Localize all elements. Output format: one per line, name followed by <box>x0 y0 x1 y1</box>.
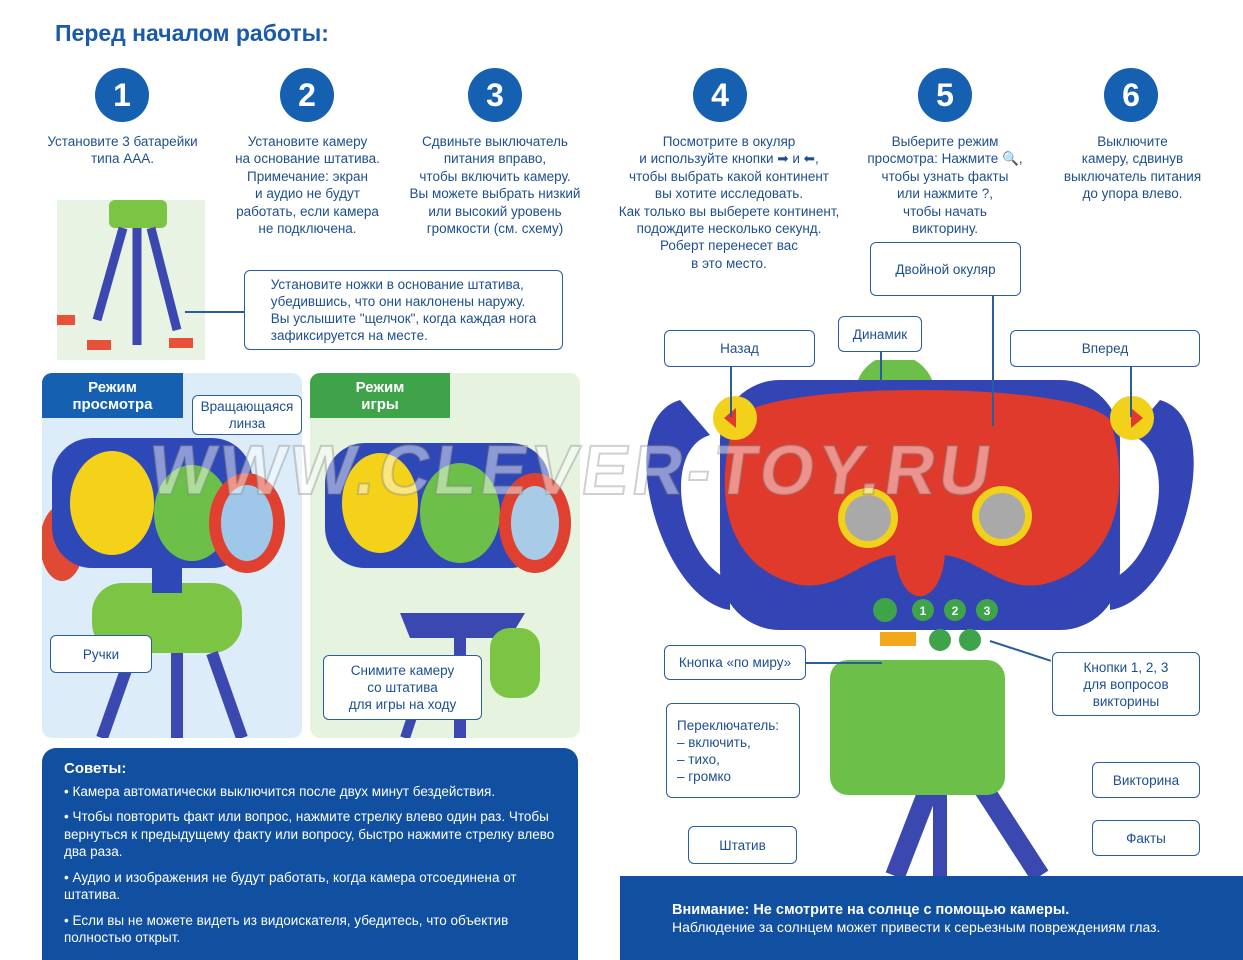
view-mode-tab: Режим просмотра <box>42 373 183 418</box>
step-number-1: 1 <box>95 68 149 122</box>
step-text-6: Выключите камеру, сдвинув выключатель пи… <box>1063 134 1202 202</box>
quiz-label: Викторина <box>1092 762 1200 798</box>
warning-box: Внимание: Не смотрите на солнце с помощь… <box>620 876 1243 960</box>
tripod-label: Штатив <box>688 826 797 864</box>
step-text-2: Установите камеру на основание штатива. … <box>235 134 380 237</box>
step-number-4: 4 <box>693 68 747 122</box>
tripod-image <box>49 200 205 360</box>
eyepiece-label: Двойной окуляр <box>870 242 1021 296</box>
step-number-2: 2 <box>280 68 334 122</box>
forward-label: Вперед <box>1010 330 1200 367</box>
quiz-buttons-label: Кнопки 1, 2, 3 для вопросов викторины <box>1052 652 1200 716</box>
tip-item: • Аудио и изображения не будут работать,… <box>64 869 517 903</box>
button-1-label: 1 <box>920 604 927 618</box>
back-label: Назад <box>664 330 815 367</box>
warning-text: Наблюдение за солнцем может привести к с… <box>672 919 1161 935</box>
power-switch <box>880 632 916 646</box>
leader-line <box>730 367 732 417</box>
rotating-lens-label: Вращающаяся линза <box>192 395 302 435</box>
view-mode-camera-illustration <box>40 438 285 740</box>
facts-label: Факты <box>1092 820 1200 856</box>
step-text-1: Установите 3 батарейки типа AAA. <box>47 134 198 167</box>
left-eyepiece <box>845 495 891 541</box>
quiz-button-1 <box>912 599 934 621</box>
tips-box: Советы: • Камера автоматически выключитс… <box>42 748 578 960</box>
step-number-5: 5 <box>918 68 972 122</box>
step-number-6: 6 <box>1104 68 1158 122</box>
step-text-5: Выберите режим просмотра: Нажмите 🔍, что… <box>867 134 1023 237</box>
tripod-callout: Установите ножки в основание штатива, уб… <box>244 270 563 350</box>
game-mode-tab: Режим игры <box>310 373 450 418</box>
button-2-label: 2 <box>952 604 959 618</box>
camera-diagram: 1 2 3 <box>646 360 1194 880</box>
step-text-3: Сдвиньте выключатель питания вправо, что… <box>409 134 581 237</box>
step-text-4: Посмотрите в окуляр и используйте кнопки… <box>618 134 840 271</box>
step-number-3: 3 <box>468 68 522 122</box>
mask <box>724 390 1120 597</box>
button-3-label: 3 <box>984 604 991 618</box>
leader-line <box>1130 367 1132 417</box>
quiz-button-3 <box>976 599 998 621</box>
right-eyepiece <box>979 493 1025 539</box>
world-button-label: Кнопка «по миру» <box>664 645 806 680</box>
warning-title: Внимание: Не смотрите на солнце с помощь… <box>672 902 1070 918</box>
handles-label: Ручки <box>50 635 152 673</box>
leader-line <box>806 662 882 664</box>
detach-camera-label: Снимите камеру со штатива для игры на хо… <box>323 655 482 720</box>
quiz-mode-button <box>929 629 951 651</box>
tip-item: • Чтобы повторить факт или вопрос, нажми… <box>64 809 555 859</box>
page-title: Перед началом работы: <box>55 20 329 46</box>
leader-line <box>880 352 882 382</box>
quiz-button-2 <box>944 599 966 621</box>
tip-item: • Камера автоматически выключится после … <box>64 783 496 799</box>
callout-line <box>185 311 245 313</box>
left-handle <box>646 400 730 610</box>
world-button <box>873 598 897 622</box>
tripod-base <box>830 660 1005 795</box>
speaker-label: Динамик <box>838 316 922 352</box>
switch-label: Переключатель: – включить, – тихо, – гро… <box>666 703 800 798</box>
tips-title: Советы: <box>64 760 127 777</box>
tripod-illustration <box>49 200 193 350</box>
tip-item: • Если вы не можете видеть из видоискате… <box>64 912 509 946</box>
right-handle <box>1110 400 1194 610</box>
facts-mode-button <box>959 629 981 651</box>
leader-line <box>992 296 994 426</box>
